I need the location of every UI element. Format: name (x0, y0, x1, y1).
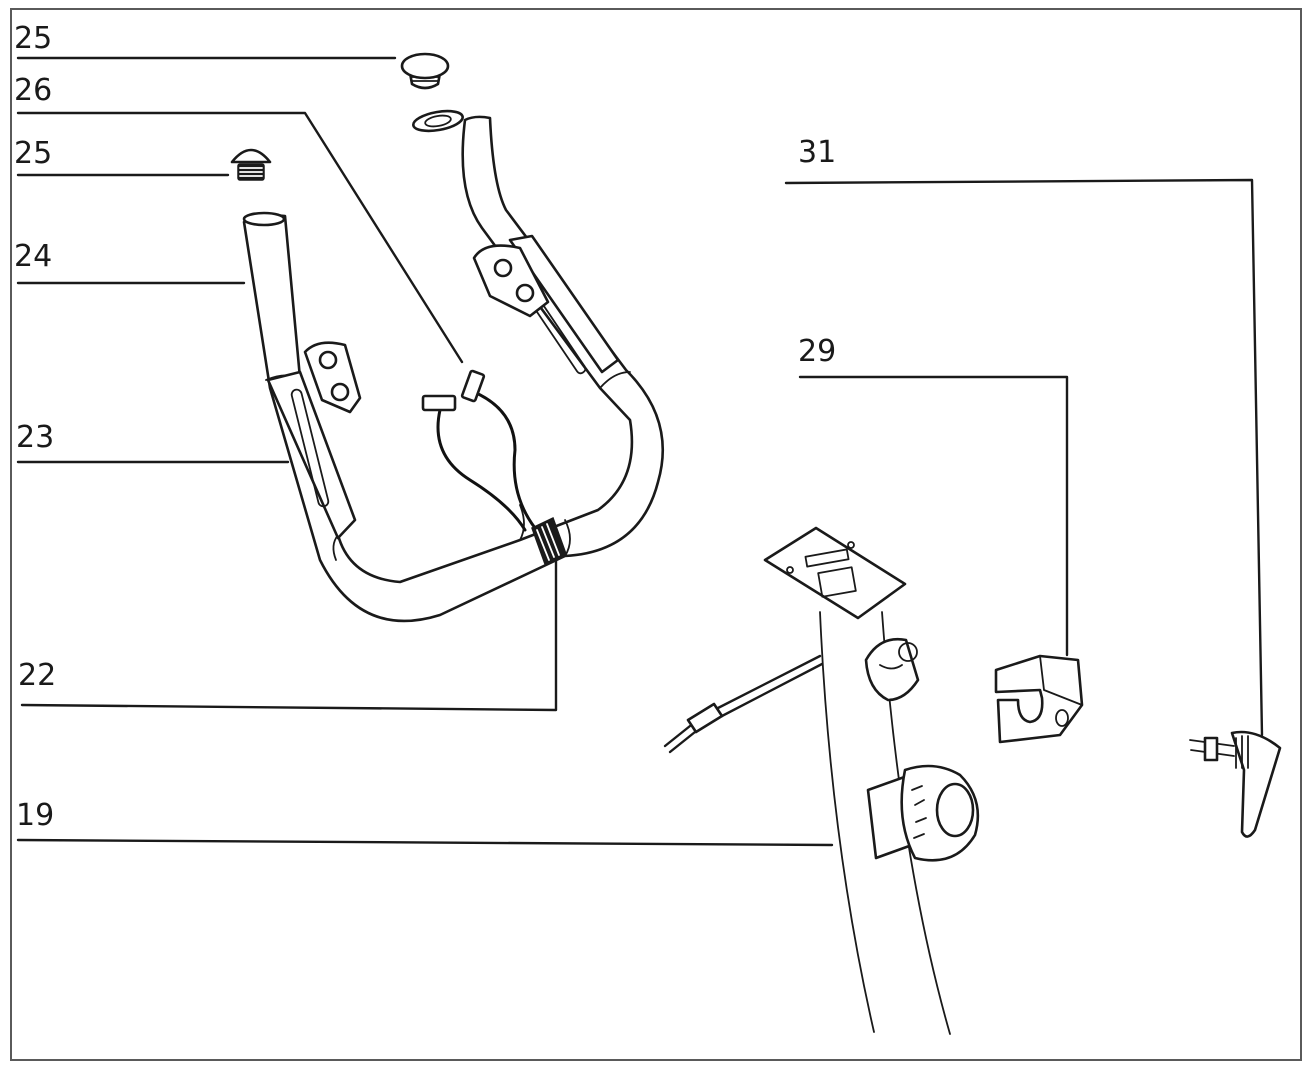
bracket-block (994, 654, 1084, 744)
callout-22: 22 (18, 658, 57, 693)
callout-23: 23 (16, 420, 55, 455)
callout-25-mid: 25 (14, 136, 53, 171)
callout-31: 31 (798, 135, 837, 170)
diagram-frame (10, 8, 1302, 1061)
lever-knob (1189, 730, 1282, 838)
leader-lines (16, 56, 1264, 847)
callout-26: 26 (14, 73, 53, 108)
sensor-wires (421, 369, 537, 532)
leader-31 (784, 178, 1264, 737)
leader-19 (16, 838, 834, 847)
end-cap-top (400, 52, 450, 90)
callout-29: 29 (798, 334, 837, 369)
callout-25-top: 25 (14, 21, 53, 56)
callout-24: 24 (14, 239, 53, 274)
leader-22 (20, 558, 558, 712)
main-post (663, 526, 980, 1035)
end-cap-mid (230, 148, 272, 181)
grip-sensor-left (266, 341, 362, 540)
grip-sensor-right (472, 234, 620, 375)
leader-26 (16, 111, 464, 364)
coupling-sleeve (531, 516, 567, 566)
callout-19: 19 (16, 798, 55, 833)
leader-29 (798, 375, 1069, 657)
